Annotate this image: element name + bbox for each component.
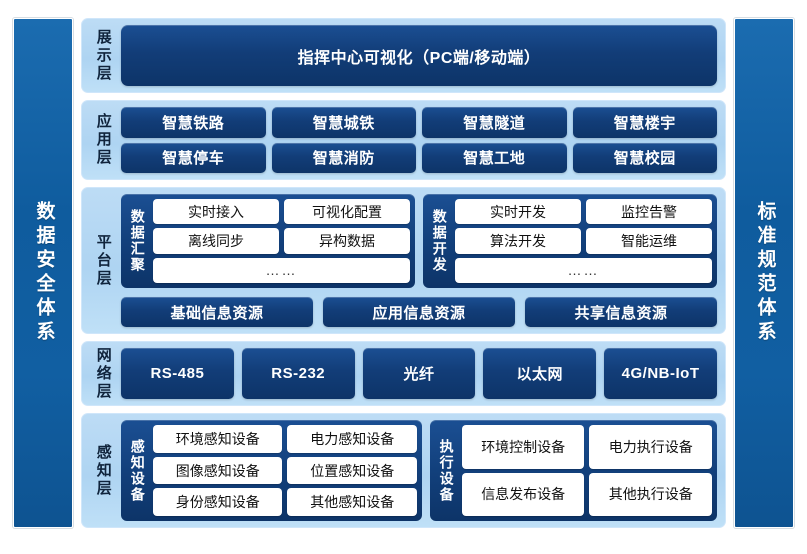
sense-groups: 感知设备 环境感知设备 电力感知设备 图像感知设备 位置感知设备 [121,420,717,521]
group-actuating-devices-title: 执行设备 [438,438,455,503]
group-row: 实时开发 监控告警 [455,199,712,225]
group-data-aggregation-grid: 实时接入 可视化配置 离线同步 异构数据 …… [153,199,410,283]
app-item[interactable]: 智慧铁路 [121,107,266,138]
resource-item[interactable]: 基础信息资源 [121,297,313,327]
layer-network: 网络层 RS-485 RS-232 光纤 以太网 4G/NB-IoT [81,341,726,406]
layer-stack: 展示层 指挥中心可视化（PC端/移动端） 应用层 智慧铁路 智慧城铁 智慧隧道 … [81,18,726,528]
platform-item[interactable]: 实时开发 [455,199,581,225]
layer-sense: 感知层 感知设备 环境感知设备 电力感知设备 图像感知设备 [81,413,726,528]
layer-platform-body: 数据汇聚 实时接入 可视化配置 离线同步 异构数据 …… [121,194,717,327]
platform-item-more[interactable]: …… [153,257,410,283]
group-data-development-title: 数据开发 [431,209,448,273]
left-pillar-data-security: 数据安全体系 [13,18,73,528]
layer-application: 应用层 智慧铁路 智慧城铁 智慧隧道 智慧楼宇 智慧停车 智慧消防 智慧工地 智… [81,100,726,180]
group-actuating-devices: 执行设备 环境控制设备 电力执行设备 信息发布设备 其他执行设备 [429,420,717,521]
sense-item[interactable]: 身份感知设备 [153,488,283,517]
right-pillar-label: 标准规范体系 [754,201,776,345]
platform-groups: 数据汇聚 实时接入 可视化配置 离线同步 异构数据 …… [121,194,717,288]
group-data-aggregation-title: 数据汇聚 [129,209,146,273]
platform-item[interactable]: 可视化配置 [284,199,410,225]
layer-platform: 平台层 数据汇聚 实时接入 可视化配置 离线同步 异 [81,187,726,334]
app-item[interactable]: 智慧楼宇 [572,107,717,138]
sense-item[interactable]: 其他感知设备 [287,488,417,517]
network-item[interactable]: 4G/NB-IoT [604,348,717,399]
platform-item[interactable]: 监控告警 [586,199,712,225]
group-data-aggregation: 数据汇聚 实时接入 可视化配置 离线同步 异构数据 …… [121,194,415,288]
application-row-1: 智慧铁路 智慧城铁 智慧隧道 智慧楼宇 [121,107,717,138]
network-row: RS-485 RS-232 光纤 以太网 4G/NB-IoT [121,348,717,399]
layer-network-body: RS-485 RS-232 光纤 以太网 4G/NB-IoT [121,348,717,399]
group-sensing-devices-grid: 环境感知设备 电力感知设备 图像感知设备 位置感知设备 身份感知设备 其他感知设… [153,425,417,517]
group-row: 身份感知设备 其他感知设备 [153,488,417,517]
group-row: 环境控制设备 电力执行设备 [461,425,713,469]
layer-display: 展示层 指挥中心可视化（PC端/移动端） [81,18,726,93]
platform-resource-row: 基础信息资源 应用信息资源 共享信息资源 [121,297,717,327]
actuator-item[interactable]: 信息发布设备 [461,472,585,516]
app-item[interactable]: 智慧城铁 [271,107,416,138]
group-row: 图像感知设备 位置感知设备 [153,456,417,485]
sense-item[interactable]: 位置感知设备 [287,456,417,485]
layer-display-title: 展示层 [94,28,112,83]
group-actuating-devices-grid: 环境控制设备 电力执行设备 信息发布设备 其他执行设备 [461,425,713,516]
platform-item[interactable]: 算法开发 [455,228,581,254]
group-row: 离线同步 异构数据 [153,228,410,254]
display-banner[interactable]: 指挥中心可视化（PC端/移动端） [121,25,717,86]
resource-item[interactable]: 共享信息资源 [525,297,717,327]
network-item[interactable]: 以太网 [483,348,597,399]
layer-application-title: 应用层 [94,113,112,167]
resource-item[interactable]: 应用信息资源 [323,297,515,327]
actuator-item[interactable]: 环境控制设备 [461,425,585,469]
network-item[interactable]: 光纤 [362,348,476,399]
sense-item[interactable]: 电力感知设备 [287,425,417,453]
group-row: 算法开发 智能运维 [455,228,712,254]
group-row: …… [455,257,712,283]
group-row: 环境感知设备 电力感知设备 [153,425,417,453]
group-sensing-devices-title: 感知设备 [129,438,146,503]
right-pillar-standards: 标准规范体系 [734,18,794,528]
group-row: …… [153,257,410,283]
group-sensing-devices: 感知设备 环境感知设备 电力感知设备 图像感知设备 位置感知设备 [121,420,422,521]
platform-item[interactable]: 异构数据 [284,228,410,254]
group-data-development-grid: 实时开发 监控告警 算法开发 智能运维 …… [455,199,712,283]
app-item[interactable]: 智慧工地 [422,142,567,173]
layer-display-body: 指挥中心可视化（PC端/移动端） [121,25,717,86]
sense-item[interactable]: 图像感知设备 [153,456,283,485]
group-row: 信息发布设备 其他执行设备 [461,472,713,516]
group-row: 实时接入 可视化配置 [153,199,410,225]
app-item[interactable]: 智慧消防 [271,142,416,173]
platform-item[interactable]: 智能运维 [586,228,712,254]
platform-item[interactable]: 实时接入 [153,199,279,225]
layer-network-title: 网络层 [94,346,112,401]
left-pillar-label: 数据安全体系 [33,201,55,345]
layer-sense-body: 感知设备 环境感知设备 电力感知设备 图像感知设备 位置感知设备 [121,420,717,521]
platform-item[interactable]: 离线同步 [153,228,279,254]
app-item[interactable]: 智慧校园 [572,142,717,173]
network-item[interactable]: RS-485 [121,348,234,399]
layer-application-body: 智慧铁路 智慧城铁 智慧隧道 智慧楼宇 智慧停车 智慧消防 智慧工地 智慧校园 [121,107,717,173]
platform-item-more[interactable]: …… [455,257,712,283]
sense-item[interactable]: 环境感知设备 [153,425,283,453]
layer-platform-title: 平台层 [94,233,112,288]
actuator-item[interactable]: 电力执行设备 [589,425,713,469]
app-item[interactable]: 智慧隧道 [422,107,567,138]
application-row-2: 智慧停车 智慧消防 智慧工地 智慧校园 [121,142,717,173]
layer-sense-title: 感知层 [94,443,112,498]
app-item[interactable]: 智慧停车 [121,142,266,173]
group-data-development: 数据开发 实时开发 监控告警 算法开发 智能运维 …… [423,194,717,288]
actuator-item[interactable]: 其他执行设备 [589,472,713,516]
network-item[interactable]: RS-232 [241,348,355,399]
